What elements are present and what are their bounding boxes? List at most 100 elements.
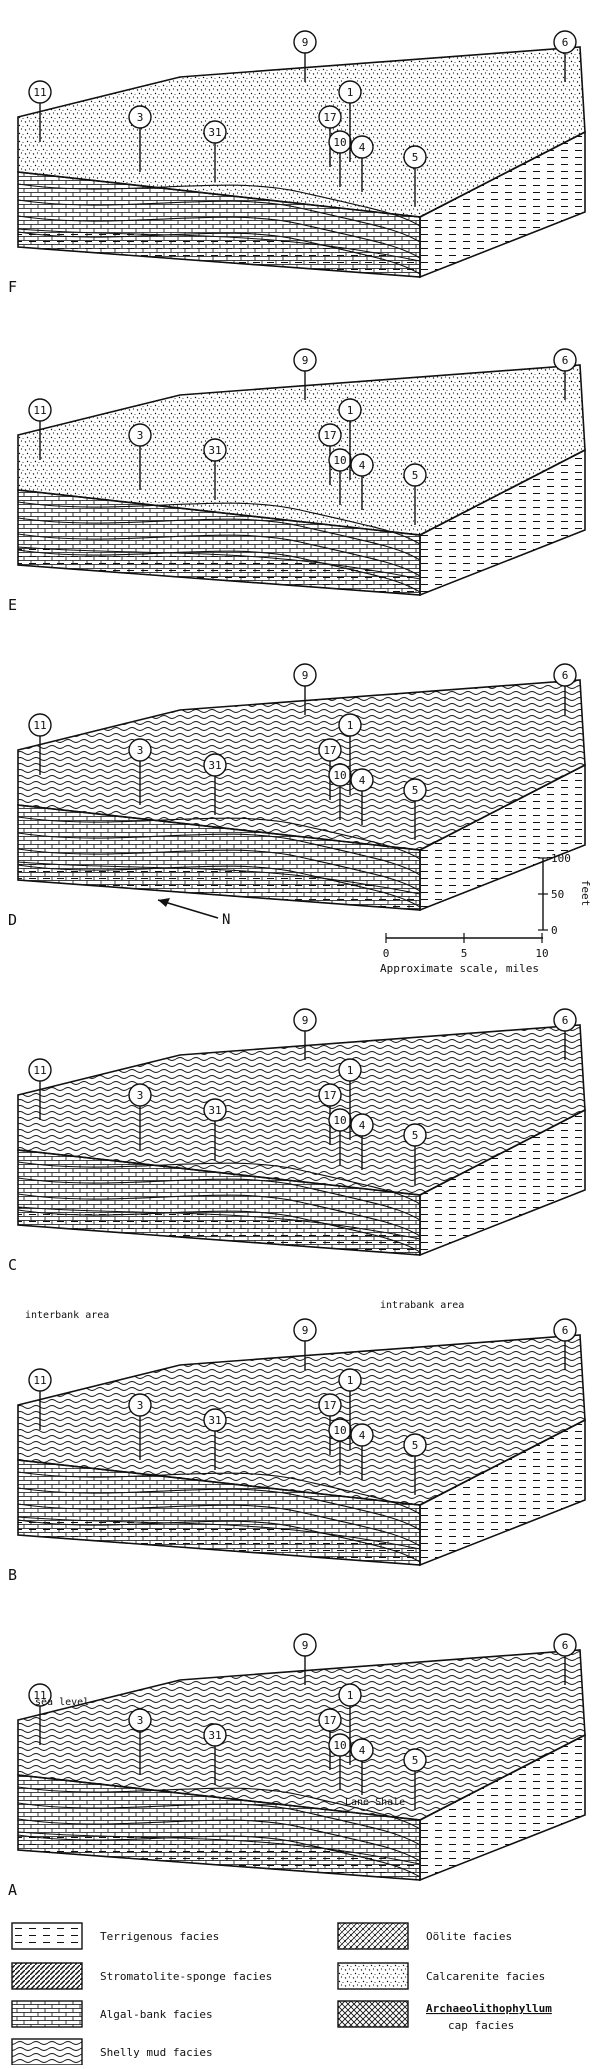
locality-circle xyxy=(293,1633,317,1657)
panel-letter: E xyxy=(8,596,17,614)
locality-circle xyxy=(338,1058,362,1082)
locality-marker-10: 10 xyxy=(328,448,352,505)
locality-number: 6 xyxy=(562,1324,569,1337)
annotation-primary: interbank area xyxy=(25,1310,109,1321)
locality-marker-9: 9 xyxy=(293,1633,317,1685)
locality-circle xyxy=(318,423,342,447)
locality-marker-1: 1 xyxy=(338,1058,362,1140)
annotation-secondary: intrabank area xyxy=(380,1300,464,1311)
locality-circle xyxy=(553,30,577,54)
locality-marker-9: 9 xyxy=(293,1008,317,1060)
legend-swatch xyxy=(11,2000,83,2028)
locality-marker-17: 17 xyxy=(318,1393,342,1455)
locality-circle xyxy=(403,1748,427,1772)
locality-circle xyxy=(128,1708,152,1732)
locality-number: 11 xyxy=(33,404,46,417)
locality-number: 4 xyxy=(359,1744,366,1757)
locality-marker-5: 5 xyxy=(403,1123,427,1185)
locality-number: 10 xyxy=(333,769,346,782)
scale-caption: Approximate scale, miles xyxy=(380,962,539,975)
panel-letter: D xyxy=(8,911,17,929)
locality-marker-9: 9 xyxy=(293,1318,317,1370)
panel-letter: B xyxy=(8,1566,17,1584)
vertical-tick-label: 0 xyxy=(551,924,558,937)
locality-circle xyxy=(328,130,352,154)
locality-circle xyxy=(293,663,317,687)
locality-marker-10: 10 xyxy=(328,1733,352,1790)
locality-number: 11 xyxy=(33,86,46,99)
legend-swatch xyxy=(337,1962,409,1990)
locality-marker-4: 4 xyxy=(350,453,374,510)
annotation-primary: sea level xyxy=(35,1697,89,1708)
stratum-boundary xyxy=(17,1161,421,1205)
annotation-secondary: Lane Shale xyxy=(345,1797,405,1808)
locality-circle xyxy=(350,768,374,792)
locality-number: 5 xyxy=(412,1129,419,1142)
locality-circle xyxy=(28,1058,52,1082)
locality-marker-6: 6 xyxy=(553,663,577,715)
locality-number: 17 xyxy=(323,1714,336,1727)
locality-marker-3: 3 xyxy=(128,105,152,172)
locality-circle xyxy=(553,1633,577,1657)
locality-marker-1: 1 xyxy=(338,1683,362,1765)
locality-number: 17 xyxy=(323,1089,336,1102)
locality-circle xyxy=(403,1123,427,1147)
horizontal-tick-label: 0 xyxy=(383,947,390,960)
locality-marker-10: 10 xyxy=(328,1108,352,1165)
locality-marker-17: 17 xyxy=(318,423,342,485)
locality-circle xyxy=(128,423,152,447)
legend-item-wavy: Shelly mud facies xyxy=(11,2038,213,2066)
locality-marker-11: 11 xyxy=(28,398,52,460)
locality-number: 5 xyxy=(412,469,419,482)
terrigenous-band xyxy=(17,1206,421,1256)
horizontal-tick-label: 10 xyxy=(535,947,548,960)
north-arrow-shaft xyxy=(157,899,219,919)
locality-number: 1 xyxy=(347,1689,354,1702)
stratum-boundary xyxy=(17,1786,421,1830)
vertical-tick-label: 50 xyxy=(551,888,564,901)
legend-label: Calcarenite facies xyxy=(426,1970,545,1983)
locality-marker-31: 31 xyxy=(203,753,227,815)
locality-number: 1 xyxy=(347,1374,354,1387)
locality-number: 11 xyxy=(33,1064,46,1077)
stratum-boundary xyxy=(17,1818,421,1862)
locality-circle xyxy=(553,348,577,372)
locality-marker-5: 5 xyxy=(403,778,427,840)
locality-marker-31: 31 xyxy=(203,438,227,500)
terrigenous-band xyxy=(17,1516,421,1566)
locality-marker-9: 9 xyxy=(293,348,317,400)
locality-marker-1: 1 xyxy=(338,398,362,480)
stratum-boundary xyxy=(17,517,421,561)
locality-number: 3 xyxy=(137,1399,144,1412)
locality-circle xyxy=(128,738,152,762)
locality-circle xyxy=(203,1408,227,1432)
stratum-boundary xyxy=(17,501,421,545)
locality-circle xyxy=(338,80,362,104)
locality-circle xyxy=(28,398,52,422)
locality-marker-31: 31 xyxy=(203,1408,227,1470)
block-side-face xyxy=(419,1733,586,1882)
locality-marker-4: 4 xyxy=(350,1113,374,1170)
locality-circle xyxy=(328,448,352,472)
locality-circle xyxy=(293,1008,317,1032)
locality-marker-31: 31 xyxy=(203,1723,227,1785)
locality-number: 1 xyxy=(347,1064,354,1077)
legend-swatch xyxy=(337,1922,409,1950)
stratum-boundary xyxy=(17,832,421,876)
locality-circle xyxy=(350,1423,374,1447)
locality-number: 6 xyxy=(562,1014,569,1027)
locality-number: 5 xyxy=(412,1754,419,1767)
locality-marker-10: 10 xyxy=(328,763,352,820)
stratum-boundary xyxy=(17,183,421,227)
locality-marker-6: 6 xyxy=(553,1633,577,1685)
locality-circle xyxy=(403,778,427,802)
stratum-boundary xyxy=(17,1802,421,1846)
terrigenous-band xyxy=(17,1831,421,1881)
locality-number: 6 xyxy=(562,669,569,682)
